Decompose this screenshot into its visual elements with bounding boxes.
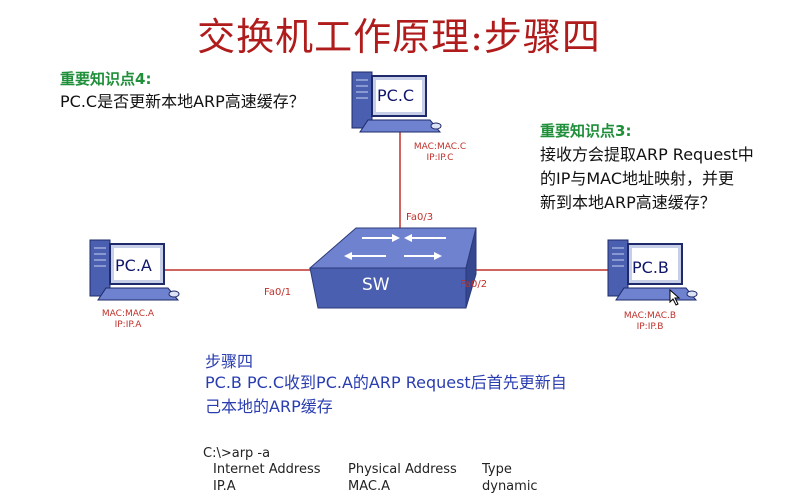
step-heading: 步骤四 bbox=[205, 352, 254, 371]
computer-icon-pc-a bbox=[89, 239, 180, 301]
arp-row-ip: IP.A bbox=[213, 479, 236, 494]
knowledge-3-line: 接收方会提取ARP Request中 bbox=[540, 145, 754, 164]
port-fa0-2: Fa0/2 bbox=[460, 279, 488, 290]
arp-command: C:\>arp -a bbox=[203, 446, 271, 461]
arp-row-type: dynamic bbox=[482, 479, 538, 494]
arp-row-mac: MAC.A bbox=[348, 479, 390, 494]
step-description: PC.B PC.C收到PC.A的ARP Request后首先更新自 己本地的AR… bbox=[205, 371, 567, 419]
pc-a-ip: IP:IP.A bbox=[114, 320, 142, 330]
pc-c-mac: MAC:MAC.C bbox=[413, 142, 467, 152]
pc-a-mac: MAC:MAC.A bbox=[101, 309, 155, 319]
pc-b-mac: MAC:MAC.B bbox=[623, 311, 677, 321]
computer-icon-pc-c bbox=[351, 71, 442, 133]
page-title: 交换机工作原理:步骤四 bbox=[197, 15, 601, 59]
pc-b-label: PC.B bbox=[632, 258, 669, 277]
arp-header-physical-address: Physical Address bbox=[348, 462, 457, 477]
knowledge-3-line: 新到本地ARP高速缓存？ bbox=[540, 193, 716, 212]
computer-icon-pc-b bbox=[607, 239, 698, 301]
pc-b-address: MAC:MAC.B IP:IP.B bbox=[610, 311, 690, 333]
step-line: PC.B PC.C收到PC.A的ARP Request后首先更新自 bbox=[205, 373, 567, 392]
knowledge-4-heading: 重要知识点4: bbox=[60, 70, 152, 88]
pc-c-label: PC.C bbox=[377, 86, 415, 105]
pc-a-address: MAC:MAC.A IP:IP.A bbox=[88, 309, 168, 331]
port-fa0-3: Fa0/3 bbox=[406, 212, 434, 223]
pc-b-ip: IP:IP.B bbox=[636, 322, 664, 332]
pc-c-ip: IP:IP.C bbox=[426, 153, 454, 163]
port-fa0-1: Fa0/1 bbox=[264, 287, 292, 298]
knowledge-3-text: 接收方会提取ARP Request中 的IP与MAC地址映射，并更 新到本地AR… bbox=[540, 143, 754, 215]
switch-label: SW bbox=[362, 275, 390, 295]
knowledge-3-line: 的IP与MAC地址映射，并更 bbox=[540, 169, 735, 188]
switch-icon bbox=[308, 227, 477, 309]
mouse-cursor-icon bbox=[669, 288, 681, 306]
pc-c-address: MAC:MAC.C IP:IP.C bbox=[400, 142, 480, 164]
arp-header-internet-address: Internet Address bbox=[213, 462, 321, 477]
step-line: 己本地的ARP缓存 bbox=[205, 397, 333, 416]
knowledge-3-heading: 重要知识点3: bbox=[540, 122, 632, 140]
pc-a-label: PC.A bbox=[115, 256, 152, 275]
knowledge-4-text: PC.C是否更新本地ARP高速缓存？ bbox=[60, 92, 305, 111]
arp-header-type: Type bbox=[482, 462, 512, 477]
